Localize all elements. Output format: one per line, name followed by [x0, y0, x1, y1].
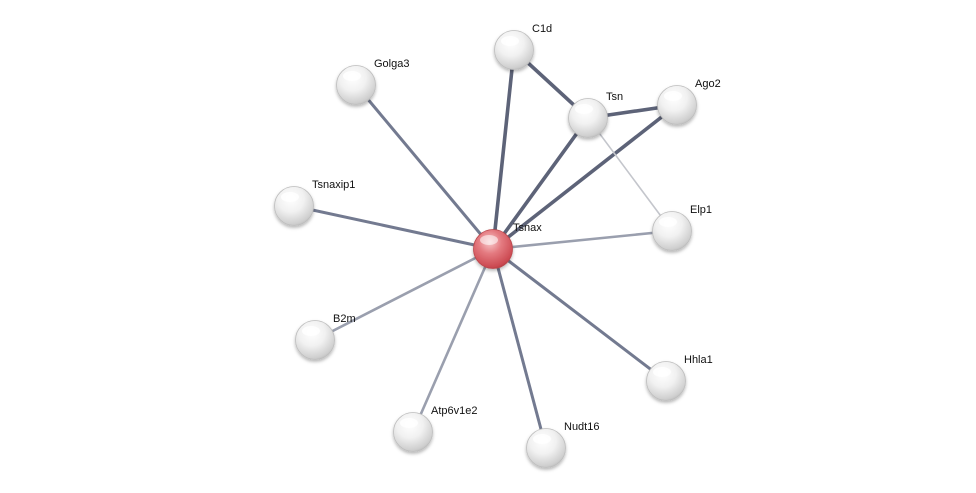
node-tsn-sphere — [568, 98, 608, 138]
node-tsn-label: Tsn — [606, 91, 623, 103]
node-golga3[interactable]: Golga3 — [336, 58, 410, 105]
node-b2m-highlight — [302, 326, 320, 336]
node-golga3-label: Golga3 — [374, 58, 409, 70]
node-nudt16-label: Nudt16 — [564, 421, 599, 433]
edge-tsnax-hhla1 — [491, 247, 668, 383]
edge-tsnax-b2m — [313, 247, 495, 342]
node-tsnax-sphere — [473, 229, 513, 269]
node-elp1-sphere — [652, 211, 692, 251]
node-b2m-label: B2m — [333, 313, 356, 325]
node-ago2-sphere — [657, 85, 697, 125]
node-c1d-sphere — [494, 30, 534, 70]
node-tsn[interactable]: Tsn — [568, 91, 624, 138]
edge-tsn-elp1 — [587, 117, 673, 232]
edge-tsnax-atp6v1e2 — [411, 247, 495, 434]
node-elp1-label: Elp1 — [690, 204, 712, 216]
node-b2m-sphere — [295, 320, 335, 360]
node-c1d-highlight — [501, 36, 519, 46]
node-nudt16-sphere — [526, 428, 566, 468]
edge-tsnax-tsnaxip1 — [292, 204, 495, 251]
node-b2m[interactable]: B2m — [295, 313, 356, 360]
node-hhla1-sphere — [646, 361, 686, 401]
node-atp6v1e2-highlight — [400, 418, 418, 428]
node-golga3-sphere — [336, 65, 376, 105]
edge-tsnax-tsn — [491, 116, 590, 251]
node-nudt16-highlight — [533, 434, 551, 444]
node-c1d[interactable]: C1d — [494, 23, 553, 70]
node-ago2-highlight — [664, 91, 682, 101]
edge-tsnax-golga3 — [354, 83, 495, 251]
node-tsnaxip1[interactable]: Tsnaxip1 — [274, 179, 356, 226]
node-tsn-highlight — [575, 104, 593, 114]
node-atp6v1e2[interactable]: Atp6v1e2 — [393, 405, 478, 452]
edge-tsnax-ago2 — [491, 103, 679, 251]
node-tsnax[interactable]: Tsnax — [473, 222, 543, 269]
node-atp6v1e2-label: Atp6v1e2 — [431, 405, 477, 417]
node-ago2-label: Ago2 — [695, 78, 721, 90]
edge-tsnax-elp1 — [491, 229, 674, 251]
node-ago2[interactable]: Ago2 — [657, 78, 721, 125]
node-atp6v1e2-sphere — [393, 412, 433, 452]
node-hhla1-label: Hhla1 — [684, 354, 713, 366]
node-tsnaxip1-highlight — [281, 192, 299, 202]
node-hhla1-highlight — [653, 367, 671, 377]
node-golga3-highlight — [343, 71, 361, 81]
node-tsnax-label: Tsnax — [513, 222, 542, 234]
node-tsnaxip1-sphere — [274, 186, 314, 226]
node-c1d-label: C1d — [532, 23, 552, 35]
edge-tsnax-c1d — [491, 48, 516, 251]
node-hhla1[interactable]: Hhla1 — [646, 354, 713, 401]
node-elp1[interactable]: Elp1 — [652, 204, 713, 251]
edge-tsnax-nudt16 — [491, 247, 548, 450]
node-nudt16[interactable]: Nudt16 — [526, 421, 600, 468]
node-elp1-highlight — [659, 217, 677, 227]
node-tsnax-highlight — [480, 235, 498, 245]
node-tsnaxip1-label: Tsnaxip1 — [312, 179, 355, 191]
